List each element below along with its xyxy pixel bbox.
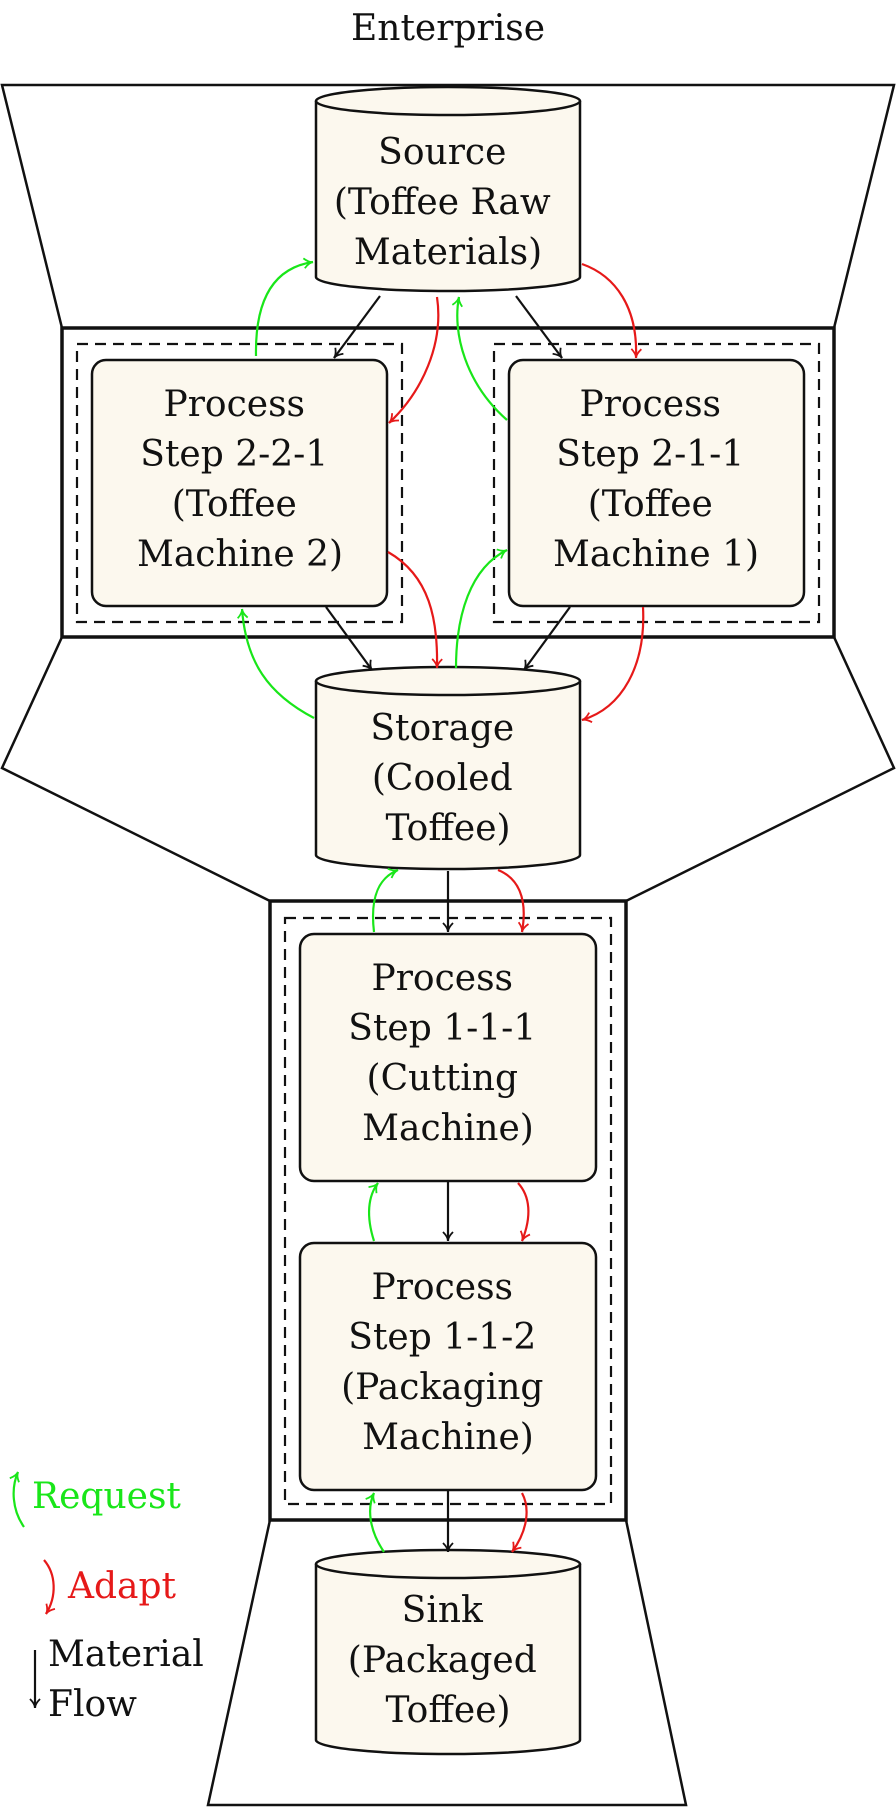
process-step-2-2-1: Process Step 2-2-1 (Toffee Machine 2) — [90, 358, 389, 608]
step221-label-1: Process — [164, 384, 306, 425]
step111-label-3: (Cutting — [367, 1058, 518, 1099]
svg-text:Sink (Packaged Tof: Sink (Packaged Toffee) — [348, 1590, 548, 1731]
legend-request-arrow-icon — [9, 1471, 25, 1528]
sink-cylinder: Sink (Packaged Toffee) — [314, 1548, 582, 1756]
step211-label-3: (Toffee — [588, 484, 713, 525]
storage-cylinder: Storage (Cooled Toffee) — [314, 665, 582, 871]
step221-label-2: Step 2-2-1 — [140, 434, 328, 475]
step221-label-3: (Toffee — [172, 484, 297, 525]
legend-adapt-label: Adapt — [67, 1566, 177, 1607]
step211-label-4: Machine 1) — [553, 534, 759, 575]
svg-text:Process Step 1-1-2: Process Step 1-1-2 (Packaging Machine) — [341, 1267, 555, 1458]
request-storage-to-2-2-1 — [237, 608, 315, 719]
legend-flow-label: Material Flow — [48, 1634, 215, 1725]
step111-label-2: Step 1-1-1 — [348, 1008, 536, 1049]
request-1-1-1-to-storage — [372, 867, 399, 933]
flow-2-1-1-to-storage — [523, 606, 571, 671]
adapt-source-to-2-2-1 — [388, 296, 440, 424]
step211-label-1: Process — [580, 384, 722, 425]
legend: Request Adapt Material Flow — [9, 1471, 215, 1725]
legend-flow-label-2: Flow — [48, 1684, 137, 1725]
legend-adapt-arrow-icon — [43, 1559, 56, 1615]
step111-label-1: Process — [372, 958, 514, 999]
request-2-1-1-to-source — [451, 296, 508, 421]
legend-flow-label-1: Material — [48, 1634, 204, 1675]
svg-text:Source (Toffee Raw: Source (Toffee Raw Materials) — [334, 132, 562, 273]
source-label-2: (Toffee Raw — [334, 182, 551, 223]
request-1-1-2-to-1-1-1 — [368, 1182, 379, 1242]
step221-label-4: Machine 2) — [137, 534, 343, 575]
adapt-2-2-1-to-storage — [387, 551, 443, 669]
adapt-2-1-1-to-storage — [581, 606, 645, 723]
process-step-1-1-1: Process Step 1-1-1 (Cutting Machine) — [298, 932, 598, 1183]
sink-label-1: Sink — [402, 1590, 484, 1631]
legend-request-label: Request — [32, 1476, 181, 1517]
step112-label-2: Step 1-1-2 — [348, 1317, 536, 1358]
adapt-source-to-2-1-1 — [581, 262, 642, 359]
request-arrows — [237, 257, 508, 1553]
material-flow-arrows — [325, 295, 571, 1553]
svg-text:Process Step 1-1-1: Process Step 1-1-1 (Cutting Machine) — [348, 958, 547, 1149]
svg-text:Process Step 2-1-1: Process Step 2-1-1 (Toffee Machine 1) — [553, 384, 759, 575]
source-cylinder: Source (Toffee Raw Materials) — [314, 85, 582, 293]
storage-label-1: Storage — [370, 708, 514, 749]
request-2-2-1-to-source — [254, 257, 314, 357]
adapt-1-1-1-to-1-1-2 — [517, 1182, 531, 1242]
request-storage-to-2-1-1 — [454, 548, 508, 669]
adapt-arrows — [387, 262, 645, 1553]
svg-text:Storage (Cooled To: Storage (Cooled Toffee) — [370, 708, 525, 849]
adapt-storage-to-1-1-1 — [497, 868, 530, 933]
flow-2-2-1-to-storage — [325, 606, 373, 671]
subgroup-2-1-dashed — [492, 342, 821, 624]
step112-label-4: Machine) — [362, 1417, 534, 1458]
process-step-1-1-2: Process Step 1-1-2 (Packaging Machine) — [298, 1241, 598, 1492]
storage-label-3: Toffee) — [385, 808, 510, 849]
process-step-2-1-1: Process Step 2-1-1 (Toffee Machine 1) — [507, 358, 806, 608]
subgroup-2-2-dashed — [75, 342, 404, 624]
sink-label-2: (Packaged — [348, 1640, 537, 1681]
request-sink-to-1-1-2 — [365, 1492, 385, 1553]
source-label-1: Source — [378, 132, 506, 173]
svg-text:Process Step 2-2-1: Process Step 2-2-1 (Toffee Machine 2) — [137, 384, 343, 575]
step211-label-2: Step 2-1-1 — [556, 434, 744, 475]
storage-label-2: (Cooled — [372, 758, 513, 799]
flow-source-to-2-1-1 — [515, 295, 563, 359]
flow-source-to-2-2-1 — [333, 295, 381, 359]
step111-label-4: Machine) — [362, 1108, 534, 1149]
source-label-3: Materials) — [354, 232, 542, 273]
step112-label-1: Process — [372, 1267, 514, 1308]
diagram-title: Enterprise — [351, 8, 545, 49]
step112-label-3: (Packaging — [341, 1367, 543, 1408]
sink-label-3: Toffee) — [385, 1690, 510, 1731]
adapt-1-1-2-to-sink — [511, 1492, 528, 1553]
